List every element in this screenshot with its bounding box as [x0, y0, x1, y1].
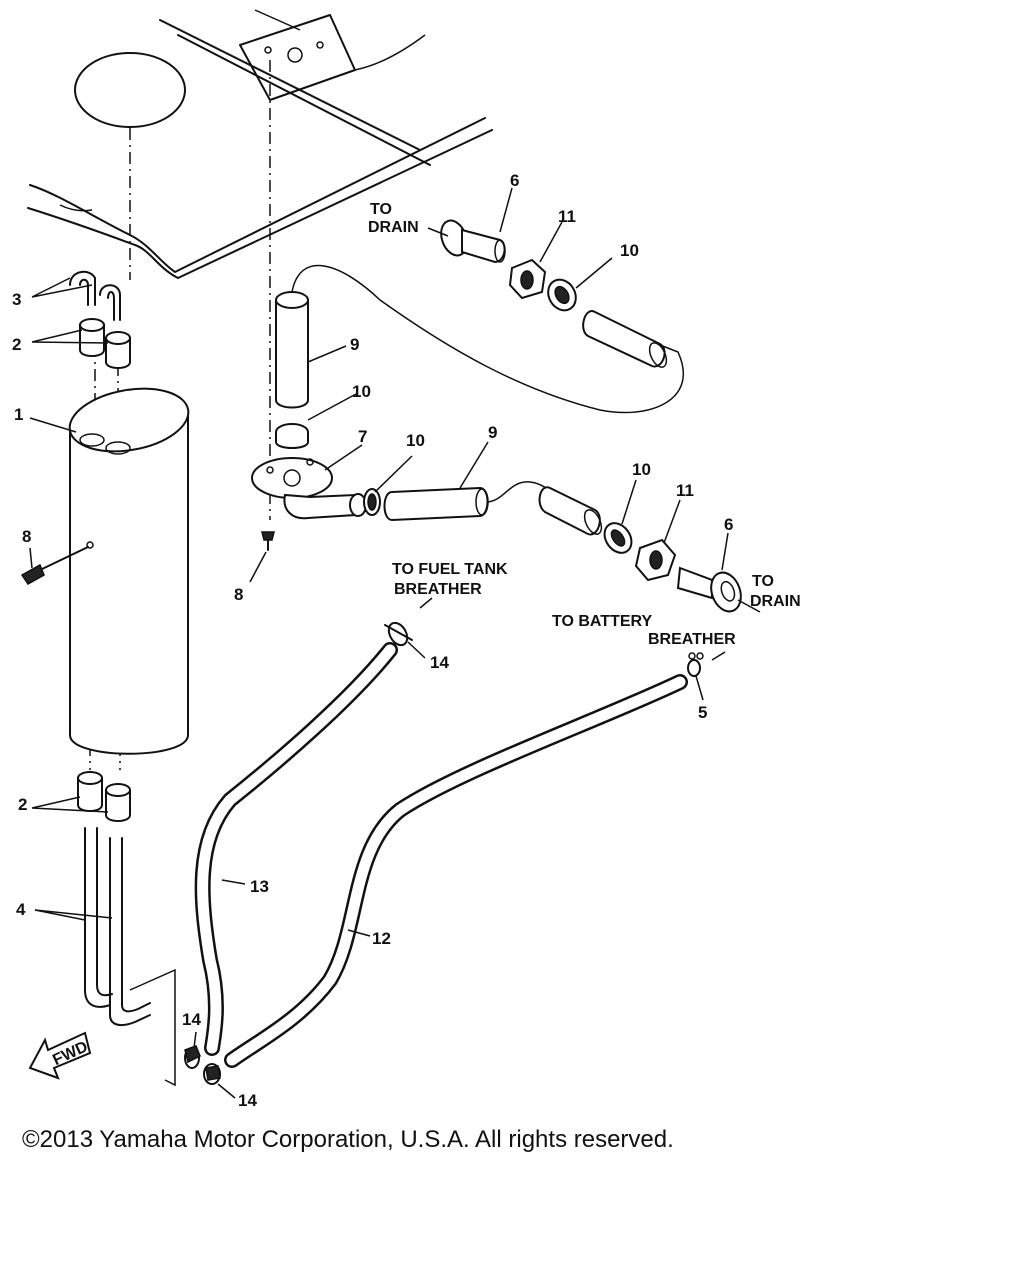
part-6-fitting-right [676, 566, 742, 613]
part-10-clamp-vertical [275, 423, 309, 449]
callout-13: 13 [250, 877, 269, 896]
hull-deck [27, 9, 493, 279]
label-to-battery-2: BREATHER [648, 631, 736, 648]
callout-2-bottom: 2 [18, 795, 27, 814]
copyright-notice: ©2013 Yamaha Motor Corporation, U.S.A. A… [22, 1126, 674, 1153]
part-9-vertical-hose [275, 291, 309, 409]
label-to-drain-right-2: DRAIN [750, 593, 801, 610]
part-14-clip-top [384, 621, 413, 647]
callout-10-top: 10 [620, 241, 639, 260]
callout-5: 5 [698, 703, 707, 722]
label-to-battery-1: TO BATTERY [552, 613, 652, 630]
part-11-nut-right [634, 538, 677, 582]
filler-opening [74, 52, 186, 128]
drain-hose-upper [291, 264, 685, 414]
part-14-clip-bottom-right [203, 1063, 221, 1085]
part-8-screw-left [20, 546, 89, 585]
part-5-clip [687, 652, 704, 677]
part-10-clamp-top [547, 278, 577, 312]
part-hose-right-lower [538, 486, 603, 536]
part-hose-right-upper [582, 310, 668, 368]
part-6-fitting-top [440, 219, 506, 264]
callout-3: 3 [12, 290, 21, 309]
part-1-tank [68, 387, 190, 755]
callout-2-top: 2 [12, 335, 21, 354]
part-2-top-grommets [79, 318, 131, 369]
callout-6-right: 6 [724, 515, 733, 534]
part-11-nut-top [508, 258, 547, 300]
callout-8-bottom: 8 [234, 585, 243, 604]
callouts: 3 2 1 8 2 4 6 11 10 9 10 7 10 9 10 11 6 … [12, 171, 733, 1110]
destination-labels: TO DRAIN TO DRAIN TO FUEL TANK BREATHER … [368, 201, 801, 648]
label-to-drain-top-1: TO [370, 201, 392, 218]
callout-4: 4 [16, 900, 26, 919]
label-to-drain-top-2: DRAIN [368, 219, 419, 236]
callout-14-top: 14 [430, 653, 449, 672]
part-12-hose [224, 674, 688, 1068]
part-4-pipes [84, 827, 176, 1087]
callout-9-horizontal: 9 [488, 423, 497, 442]
callout-10-vertical: 10 [352, 382, 371, 401]
part-13-hose [194, 642, 398, 1056]
part-10-clamp-elbow [363, 488, 381, 516]
part-7-bracket [251, 457, 367, 520]
label-to-drain-right-1: TO [752, 573, 774, 590]
callout-10-elbow: 10 [406, 431, 425, 450]
callout-11-right: 11 [676, 481, 694, 500]
callout-11-top: 11 [558, 207, 576, 226]
part-2-bottom-grommets [77, 771, 131, 822]
part-14-clip-bottom-left [184, 1045, 201, 1069]
part-10-clamp-right-lower [603, 522, 633, 554]
callout-7: 7 [358, 427, 367, 446]
leader-lines [29, 187, 761, 1099]
part-8-screw-bottom [261, 531, 275, 551]
callout-9-vertical: 9 [350, 335, 359, 354]
part-3-pipes [69, 270, 121, 321]
label-to-fuel-tank-1: TO FUEL TANK [392, 561, 508, 578]
callout-14-bottom-right: 14 [238, 1091, 257, 1110]
callout-8-left: 8 [22, 527, 31, 546]
callout-6-top: 6 [510, 171, 519, 190]
label-to-fuel-tank-2: BREATHER [394, 581, 482, 598]
callout-1: 1 [14, 405, 23, 424]
callout-12: 12 [372, 929, 391, 948]
part-9-horizontal-hose [383, 486, 489, 522]
callout-14-bottom-left: 14 [182, 1010, 201, 1029]
callout-10-right: 10 [632, 460, 651, 479]
fwd-arrow: FWD [28, 1031, 92, 1080]
